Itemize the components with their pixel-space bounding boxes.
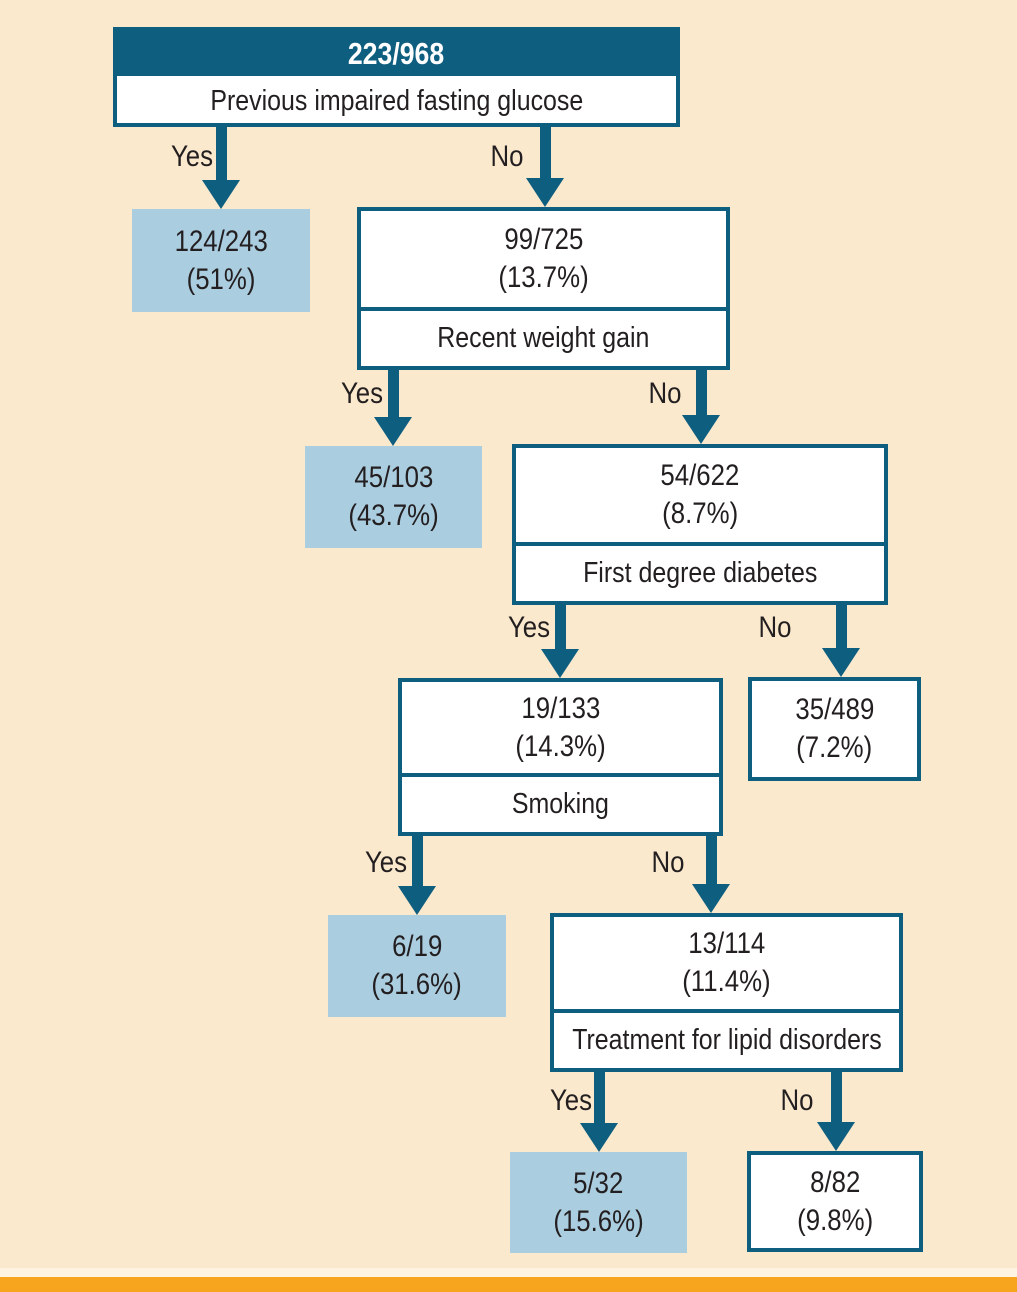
leaf-percent: (51%) bbox=[186, 262, 256, 296]
leaf-count: 8/82 bbox=[809, 1165, 861, 1199]
node-count: 54/622 bbox=[660, 459, 740, 492]
branch-label-no: No bbox=[490, 140, 524, 173]
branch-arrow-stem bbox=[706, 836, 717, 888]
leaf-percent: (15.6%) bbox=[553, 1204, 644, 1238]
arrow-head-icon bbox=[374, 417, 412, 446]
arrow-head-icon bbox=[682, 415, 720, 444]
branch-label-yes: Yes bbox=[340, 377, 384, 410]
node-values: 19/133 (14.3%) bbox=[402, 682, 719, 773]
leaf-percent: (43.7%) bbox=[348, 499, 439, 532]
branch-label-no: No bbox=[758, 611, 792, 644]
leaf-count: 45/103 bbox=[354, 461, 433, 494]
branch-arrow-stem bbox=[540, 127, 551, 182]
branch-arrow-stem bbox=[831, 1072, 842, 1126]
node-question: Recent weight gain bbox=[361, 307, 726, 366]
arrow-head-icon bbox=[692, 884, 730, 913]
arrow-head-icon bbox=[526, 178, 564, 207]
node-weight-gain: 99/725 (13.7%) Recent weight gain bbox=[357, 207, 730, 370]
node-smoking: 19/133 (14.3%) Smoking bbox=[398, 678, 723, 836]
branch-arrow-stem bbox=[836, 605, 847, 652]
leaf-diabetes-no: 35/489 (7.2%) bbox=[748, 677, 921, 781]
node-count: 99/725 bbox=[504, 223, 583, 256]
node-root-question: Previous impaired fasting glucose bbox=[117, 79, 676, 123]
branch-label-no: No bbox=[651, 846, 685, 879]
node-percent: (14.3%) bbox=[515, 729, 606, 763]
branch-label-no: No bbox=[648, 377, 682, 410]
leaf-percent: (9.8%) bbox=[796, 1203, 873, 1237]
leaf-smoking-yes: 6/19 (31.6%) bbox=[328, 915, 506, 1017]
leaf-percent: (7.2%) bbox=[796, 731, 873, 764]
node-values: 99/725 (13.7%) bbox=[361, 211, 726, 307]
node-percent: (13.7%) bbox=[498, 261, 589, 294]
branch-label-no: No bbox=[780, 1084, 814, 1117]
leaf-count: 35/489 bbox=[795, 693, 874, 726]
node-values: 54/622 (8.7%) bbox=[516, 448, 884, 542]
arrow-head-icon bbox=[817, 1122, 855, 1151]
branch-arrow-stem bbox=[216, 127, 227, 184]
node-lipid-treatment: 13/114 (11.4%) Treatment for lipid disor… bbox=[550, 913, 903, 1072]
node-question: First degree diabetes bbox=[516, 542, 884, 601]
leaf-lipid-no: 8/82 (9.8%) bbox=[747, 1151, 923, 1252]
node-first-degree-diabetes: 54/622 (8.7%) First degree diabetes bbox=[512, 444, 888, 605]
footer-orange-bar bbox=[0, 1277, 1017, 1292]
leaf-count: 124/243 bbox=[174, 224, 268, 258]
arrow-head-icon bbox=[398, 886, 436, 915]
node-root: 223/968 Previous impaired fasting glucos… bbox=[113, 27, 680, 127]
leaf-count: 6/19 bbox=[391, 930, 443, 963]
leaf-ifg-yes: 124/243 (51%) bbox=[132, 209, 310, 312]
branch-arrow-stem bbox=[412, 836, 423, 890]
node-count: 13/114 bbox=[688, 927, 765, 960]
branch-label-yes: Yes bbox=[549, 1084, 593, 1117]
branch-arrow-stem bbox=[555, 605, 566, 653]
arrow-head-icon bbox=[202, 180, 240, 209]
node-percent: (11.4%) bbox=[682, 965, 771, 998]
leaf-percent: (31.6%) bbox=[371, 968, 463, 1001]
branch-label-yes: Yes bbox=[170, 140, 214, 173]
branch-arrow-stem bbox=[696, 370, 707, 419]
leaf-count: 5/32 bbox=[573, 1166, 624, 1200]
branch-label-yes: Yes bbox=[507, 611, 551, 644]
node-count: 19/133 bbox=[521, 691, 600, 725]
node-percent: (8.7%) bbox=[661, 497, 738, 530]
branch-label-yes: Yes bbox=[364, 846, 408, 879]
arrow-head-icon bbox=[541, 649, 579, 678]
branch-arrow-stem bbox=[594, 1072, 605, 1127]
branch-arrow-stem bbox=[388, 370, 399, 421]
node-values: 13/114 (11.4%) bbox=[554, 917, 899, 1009]
arrow-head-icon bbox=[822, 648, 860, 677]
leaf-weight-yes: 45/103 (43.7%) bbox=[305, 446, 482, 548]
node-question: Smoking bbox=[402, 773, 719, 832]
footer-light-strip bbox=[0, 1268, 1017, 1277]
node-root-count: 223/968 bbox=[117, 31, 676, 79]
node-question: Treatment for lipid disorders bbox=[554, 1009, 899, 1068]
leaf-lipid-yes: 5/32 (15.6%) bbox=[510, 1152, 687, 1253]
arrow-head-icon bbox=[580, 1123, 618, 1152]
